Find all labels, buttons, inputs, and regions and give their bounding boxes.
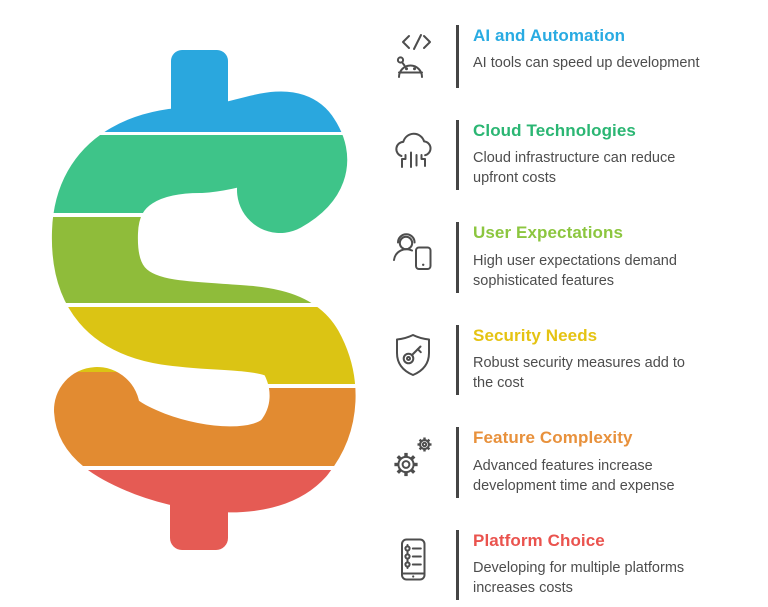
list-item-security-needs: Security Needs Robust security measures … <box>386 324 758 396</box>
list-item-ai-automation: AI and Automation AI tools can speed up … <box>386 25 758 88</box>
factor-description: Advanced features increase development t… <box>473 457 675 494</box>
factor-title: User Expectations <box>473 223 624 243</box>
factor-title: Feature Complexity <box>473 428 633 448</box>
list-item-cloud-technologies: Cloud Technologies Cloud infrastructure … <box>386 120 758 191</box>
band-blue <box>0 40 382 132</box>
factor-description: High user expectations demand sophistica… <box>473 252 677 289</box>
band-red <box>0 470 382 565</box>
user-device-icon <box>386 222 440 282</box>
band-yellow <box>0 307 382 384</box>
factor-description: Robust security measures add to the cost <box>473 355 685 392</box>
factor-title: AI and Automation <box>473 26 626 45</box>
factor-description: Developing for multiple platforms increa… <box>473 559 685 596</box>
dollar-color-bands <box>0 40 382 565</box>
band-orange-tip-patch <box>0 372 136 392</box>
list-item-platform-choice: Platform Choice Developing for multiple … <box>386 529 758 600</box>
dollar-sign-svg <box>0 40 382 565</box>
dollar-sign-figure <box>0 0 382 607</box>
band-green-hook-patch <box>200 213 382 235</box>
factor-text-block: Feature Complexity Advanced features inc… <box>456 427 721 498</box>
list-item-user-expectations: User Expectations High user expectations… <box>386 222 758 293</box>
factor-title: Security Needs <box>473 325 598 345</box>
band-orange <box>0 388 382 466</box>
factor-text-block: AI and Automation AI tools can speed up … <box>456 25 721 88</box>
robot-code-icon <box>386 25 440 85</box>
factor-title: Platform Choice <box>473 530 605 550</box>
list-item-feature-complexity: Feature Complexity Advanced features inc… <box>386 427 758 498</box>
factor-description: AI tools can speed up development <box>473 55 700 72</box>
factor-text-block: Cloud Technologies Cloud infrastructure … <box>456 120 721 191</box>
factor-list: AI and Automation AI tools can speed up … <box>386 25 758 600</box>
factor-text-block: Security Needs Robust security measures … <box>456 324 721 396</box>
factor-title: Cloud Technologies <box>473 121 636 140</box>
shield-key-icon <box>386 325 440 385</box>
factor-description: Cloud infrastructure can reduce upfront … <box>473 150 676 187</box>
gears-icon <box>386 427 440 487</box>
band-green <box>0 135 382 213</box>
factor-text-block: Platform Choice Developing for multiple … <box>456 529 721 600</box>
cloud-data-icon <box>386 120 440 180</box>
factor-text-block: User Expectations High user expectations… <box>456 222 721 293</box>
phone-settings-icon <box>386 530 440 590</box>
